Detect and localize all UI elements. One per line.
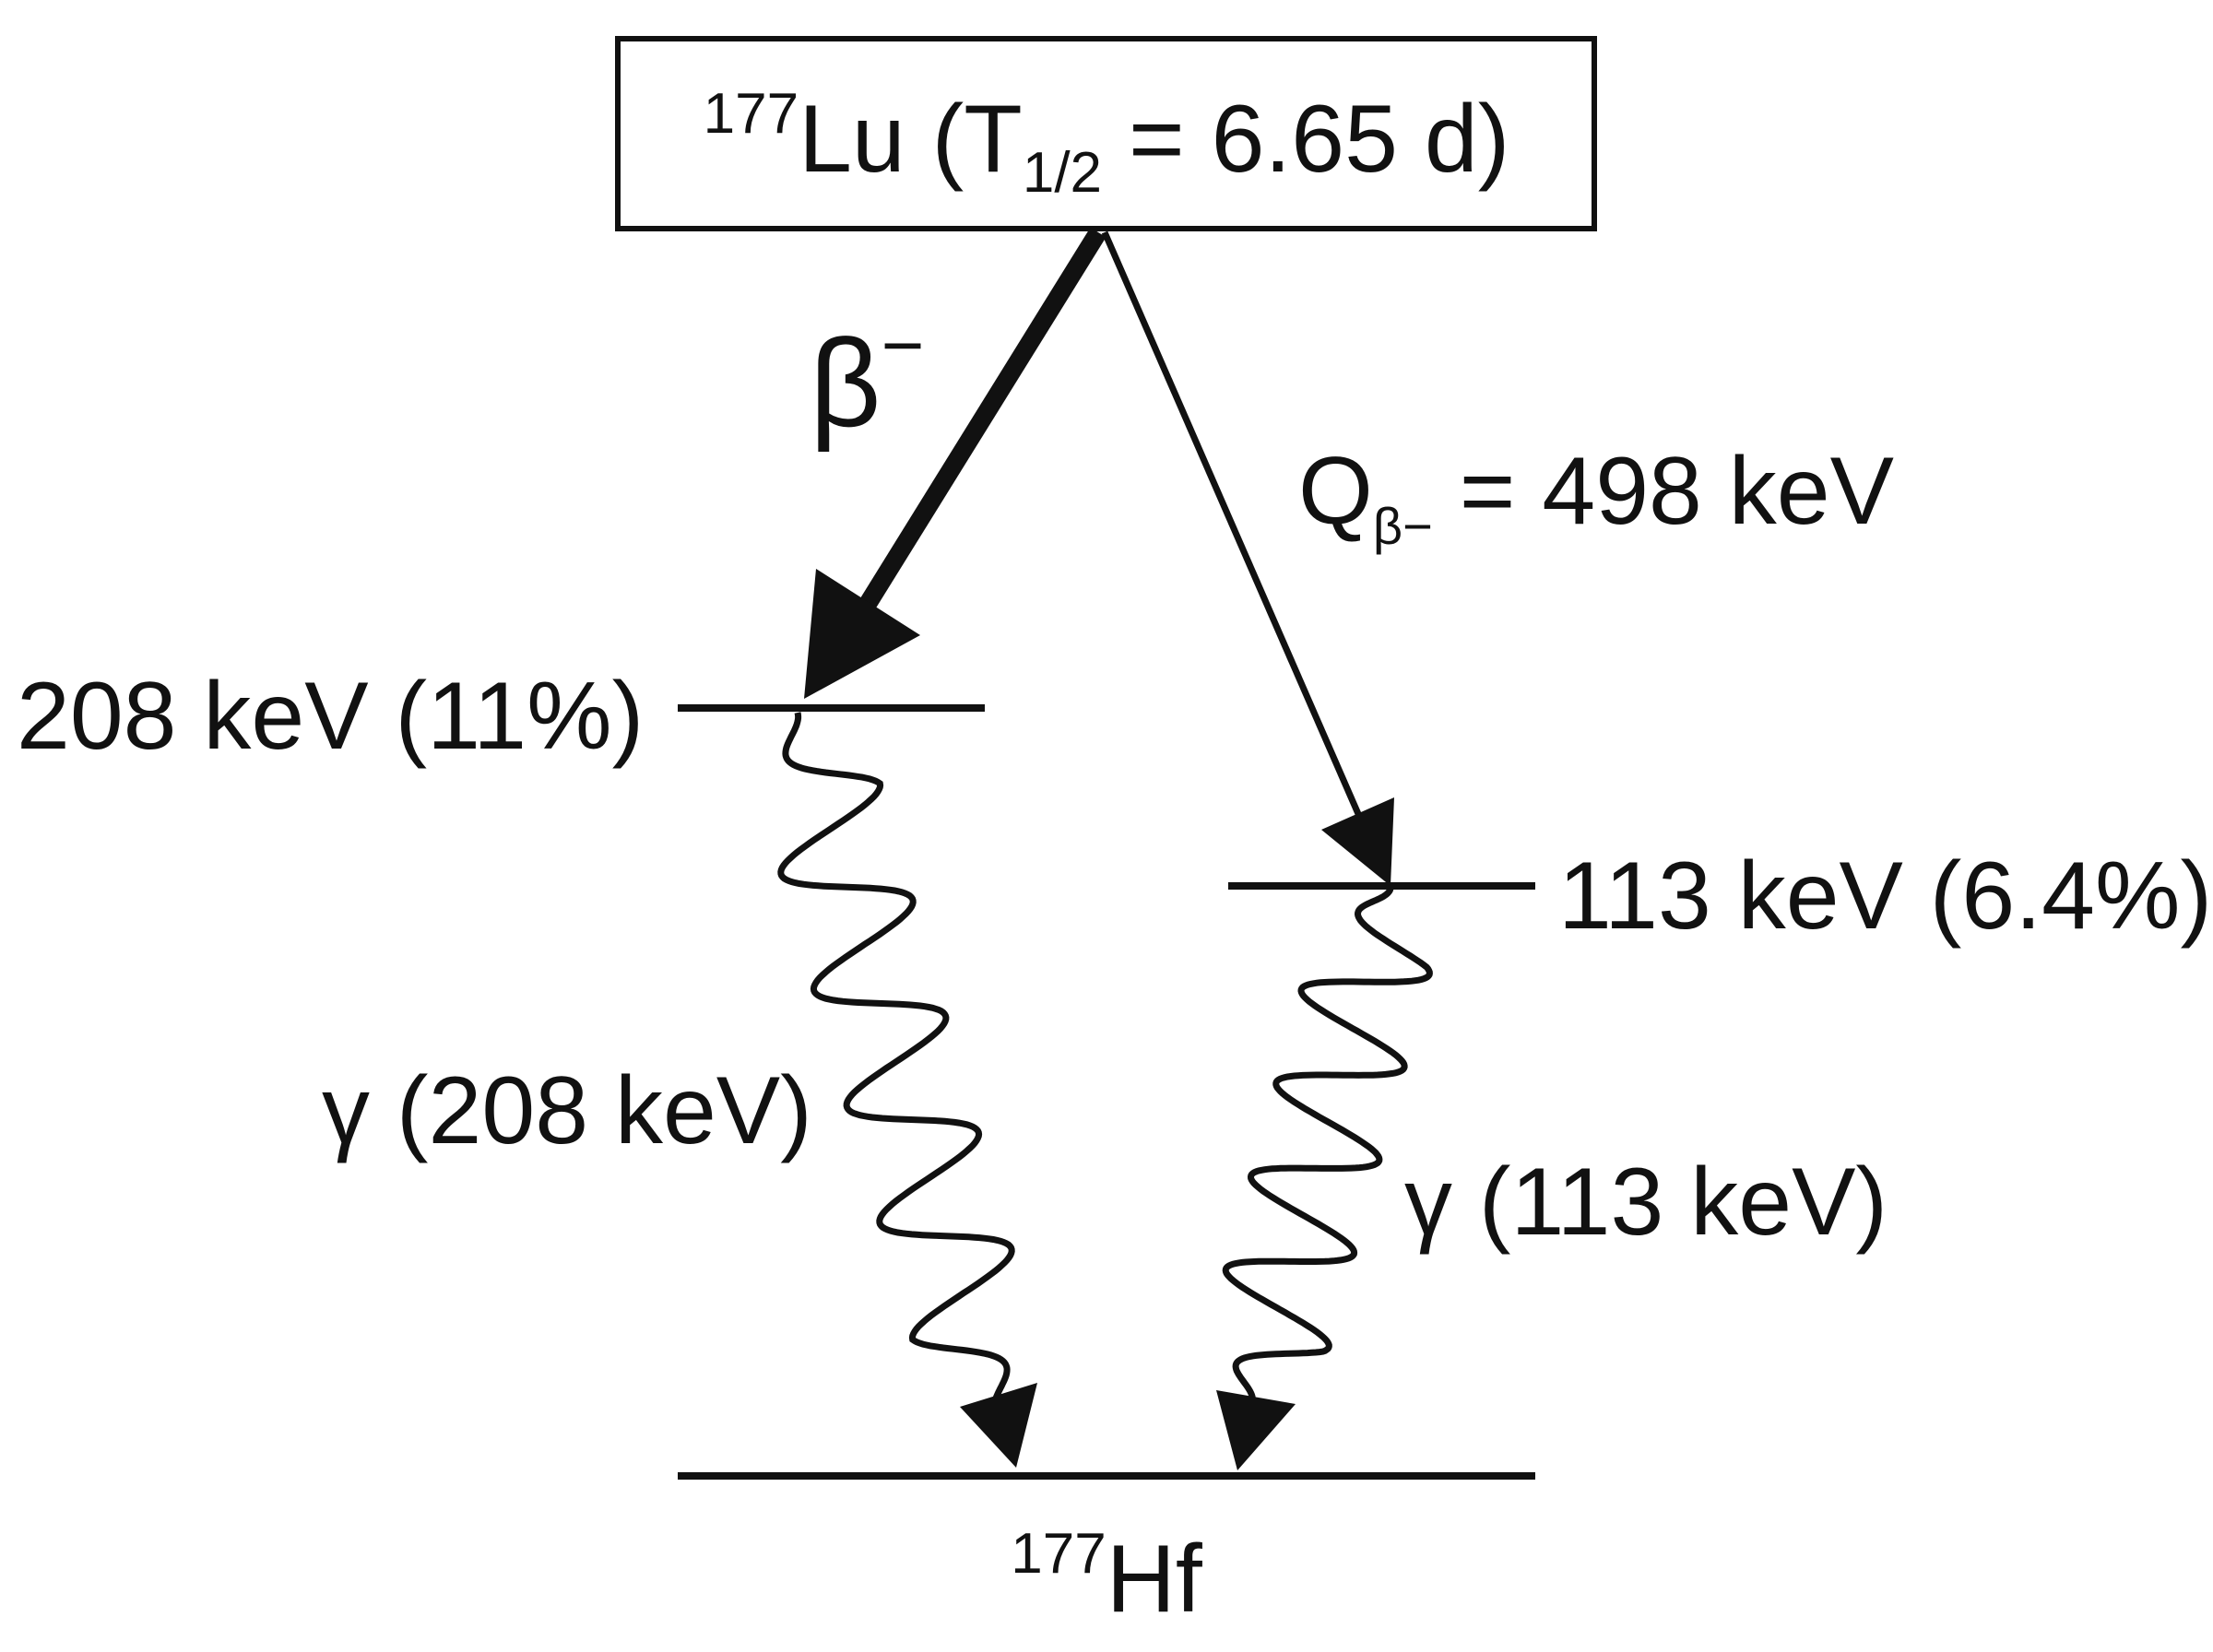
beta-branch-208-arrow	[831, 227, 1106, 655]
beta-branch-113-arrow	[1101, 230, 1375, 845]
gamma-208-label: γ (208 keV)	[322, 1057, 812, 1164]
arrowhead-icon	[960, 1383, 1037, 1468]
gamma-113-wavy-arrow	[1222, 887, 1433, 1402]
parent-nuclide-label: 177Lu (T1/2 = 6.65 d)	[704, 82, 1510, 205]
level-113-label: 113 keV (6.4%)	[1558, 843, 2212, 950]
beta-minus-label: β−	[810, 304, 924, 453]
arrowhead-icon	[1216, 1390, 1296, 1470]
parent-nuclide-box	[615, 36, 1597, 231]
level-208-label: 208 keV (11%)	[17, 663, 644, 770]
q-value-label: Qβ− = 498 keV	[1298, 438, 1894, 555]
arrowhead-icon	[1321, 797, 1394, 886]
arrowhead-icon	[804, 569, 920, 699]
gamma-113-label: γ (113 keV)	[1404, 1149, 1888, 1256]
daughter-nuclide-label: 177Hf	[1011, 1522, 1203, 1633]
gamma-208-wavy-arrow	[777, 712, 1015, 1411]
